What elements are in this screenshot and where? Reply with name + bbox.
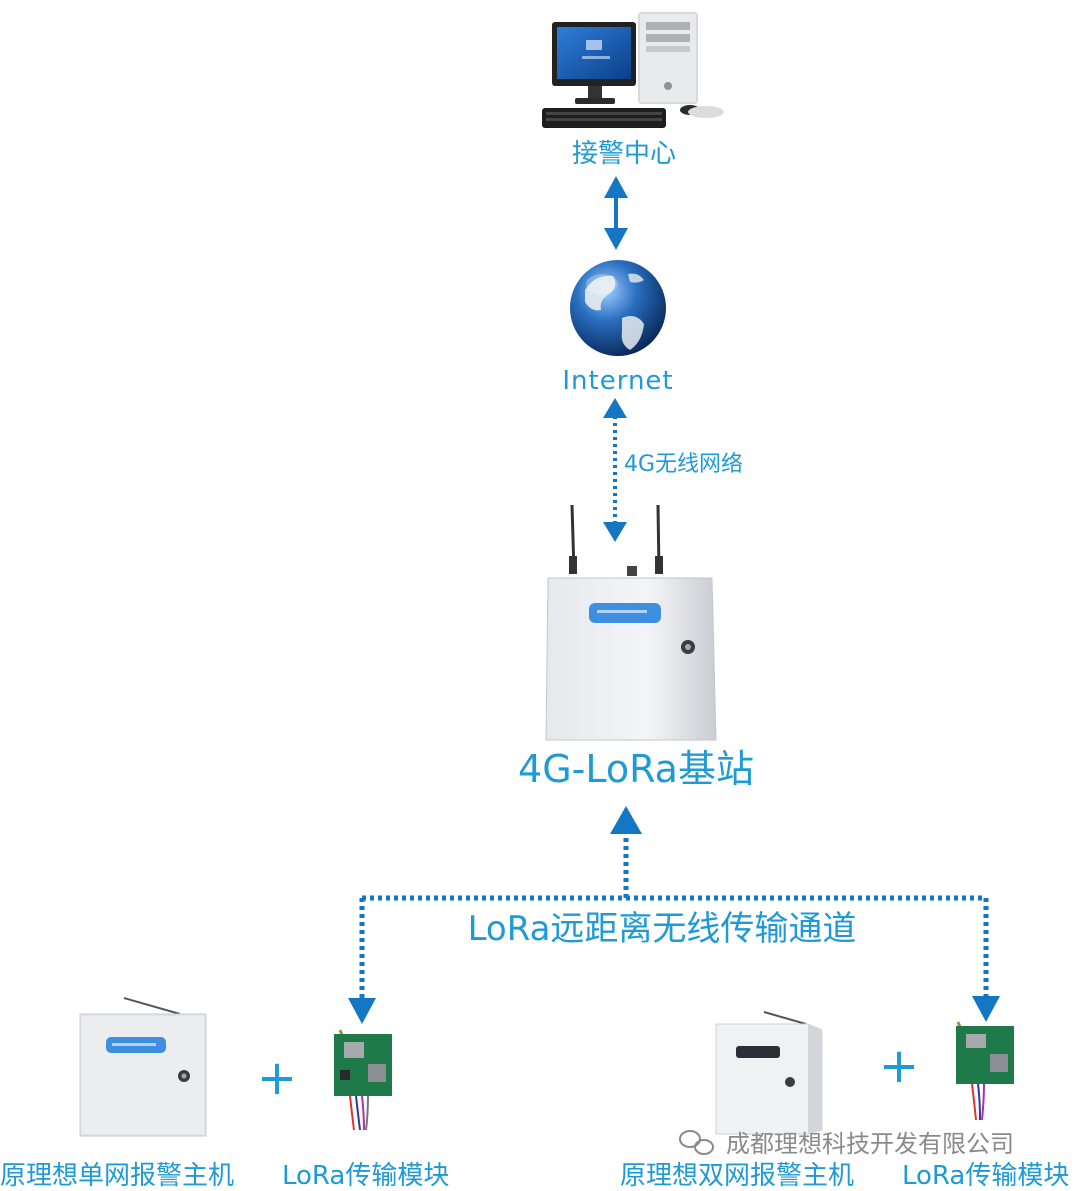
lora-module-left-label: LoRa传输模块 [282, 1161, 449, 1191]
lora-module-right-label: LoRa传输模块 [902, 1161, 1069, 1191]
base-station-label: 4G-LoRa基站 [518, 747, 754, 791]
lora-channel-link [348, 806, 1000, 1024]
globe-icon [570, 260, 666, 356]
plus-sign-left: + [257, 1050, 297, 1106]
base-station-cabinet-icon [545, 504, 717, 741]
watermark-text: 成都理想科技开发有限公司 [726, 1130, 1014, 1158]
4g-wireless-label: 4G无线网络 [624, 452, 743, 477]
internet-label: Internet [562, 366, 673, 396]
alarm-host-panel-icon [79, 997, 207, 1137]
single-net-host-label: 原理想单网报警主机 [0, 1161, 234, 1191]
alarm-center-internet-link [604, 176, 628, 250]
desktop-computer-icon [542, 12, 724, 128]
dual-net-host-label: 原理想双网报警主机 [620, 1161, 854, 1191]
lora-channel-label: LoRa远距离无线传输通道 [468, 909, 857, 949]
lora-module-board-icon [334, 1029, 392, 1131]
alarm-center-label: 接警中心 [572, 139, 676, 169]
alarm-host-panel-icon [715, 1011, 823, 1135]
lora-module-board-icon [956, 1021, 1014, 1121]
4g-wireless-link [603, 398, 627, 542]
wechat-icon [679, 1130, 714, 1155]
plus-sign-right: + [879, 1038, 919, 1094]
